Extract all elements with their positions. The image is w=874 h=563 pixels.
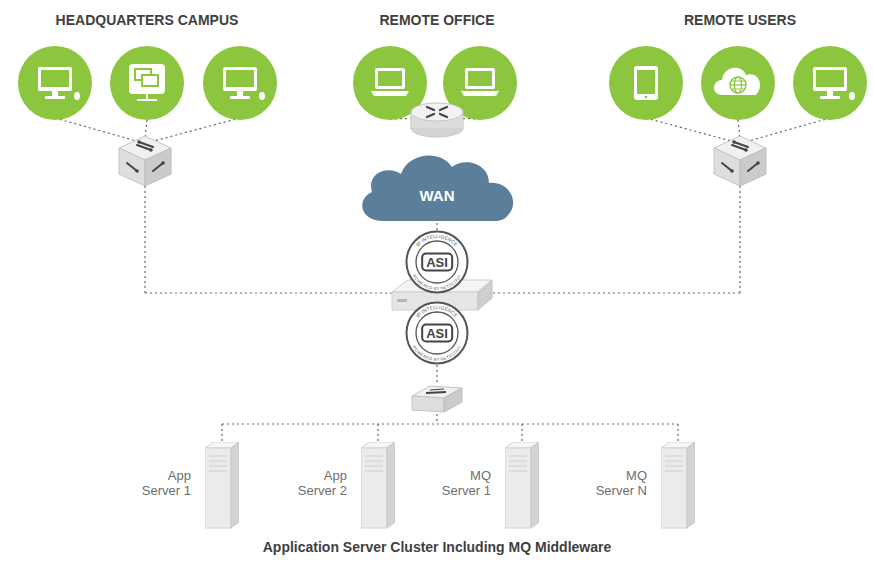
ring-text: POWERED BY NETSCOUT	[412, 273, 463, 291]
ring-text: IP INTELLIGENCE	[415, 304, 460, 319]
group-heading: HEADQUARTERS CAMPUS	[56, 12, 239, 28]
device-circle	[701, 46, 775, 120]
dotted-link	[55, 118, 140, 142]
badge-label: ASI	[421, 253, 453, 272]
multi-icon	[129, 64, 165, 100]
server-label: MQ Server N	[591, 468, 647, 498]
server-tower	[661, 442, 695, 530]
server-tower	[505, 442, 539, 530]
badge-label: ASI	[421, 324, 453, 343]
asi-badge: IP INTELLIGENCE POWERED BY NETSCOUTASI	[405, 301, 469, 365]
dotted-link	[150, 118, 240, 142]
ring-text: POWERED BY NETSCOUT	[412, 344, 463, 362]
dotted-link	[377, 424, 378, 442]
dotted-link	[145, 292, 392, 293]
server-node: App Server 1	[135, 440, 239, 530]
dotted-link	[745, 118, 830, 142]
server-label: App Server 2	[291, 468, 347, 498]
server-label: App Server 1	[135, 468, 191, 498]
network-switch	[119, 136, 171, 186]
wan-router	[411, 103, 463, 137]
group-heading: REMOTE OFFICE	[379, 12, 494, 28]
ring-text: IP INTELLIGENCE	[415, 233, 460, 248]
network-link	[436, 223, 437, 230]
cloud-label: WAN	[352, 187, 522, 204]
mon-icon	[813, 67, 855, 100]
dotted-link	[646, 118, 735, 142]
group-heading: REMOTE USERS	[684, 12, 796, 28]
device-circle	[793, 46, 867, 120]
dotted-link	[521, 424, 522, 442]
wan-cloud: WAN	[352, 145, 522, 223]
device-circle	[203, 46, 277, 120]
lap-icon	[371, 68, 409, 96]
dotted-link	[677, 424, 678, 442]
server-tower	[361, 442, 395, 530]
ring-text: POWERED BY NETSCOUT	[412, 344, 463, 362]
lap-icon	[461, 68, 499, 96]
asi-badge: IP INTELLIGENCE POWERED BY NETSCOUTASI	[405, 230, 469, 294]
device-circle	[18, 46, 92, 120]
ring-text: IP INTELLIGENCE	[415, 304, 460, 319]
network-switch	[714, 136, 766, 186]
dotted-link	[144, 186, 145, 293]
dotted-link	[739, 186, 740, 293]
diagram-caption: Application Server Cluster Including MQ …	[263, 539, 612, 555]
server-node: App Server 2	[291, 440, 395, 530]
cloud-icon	[714, 68, 760, 95]
server-node: MQ Server 1	[435, 440, 539, 530]
dotted-link	[436, 414, 437, 424]
mon-icon	[38, 67, 80, 100]
network-switch	[412, 386, 462, 412]
dotted-link	[222, 423, 678, 424]
mon-icon	[223, 67, 265, 100]
device-circle	[110, 46, 184, 120]
device-circle	[609, 46, 683, 120]
ring-text: POWERED BY NETSCOUT	[412, 273, 463, 291]
dotted-link	[221, 424, 222, 442]
tab-icon	[634, 66, 658, 100]
server-label: MQ Server 1	[435, 468, 491, 498]
dotted-link	[490, 292, 740, 293]
cloud-shape	[352, 145, 522, 223]
server-node: MQ Server N	[591, 440, 695, 530]
ring-text: IP INTELLIGENCE	[415, 233, 460, 248]
server-tower	[205, 442, 239, 530]
